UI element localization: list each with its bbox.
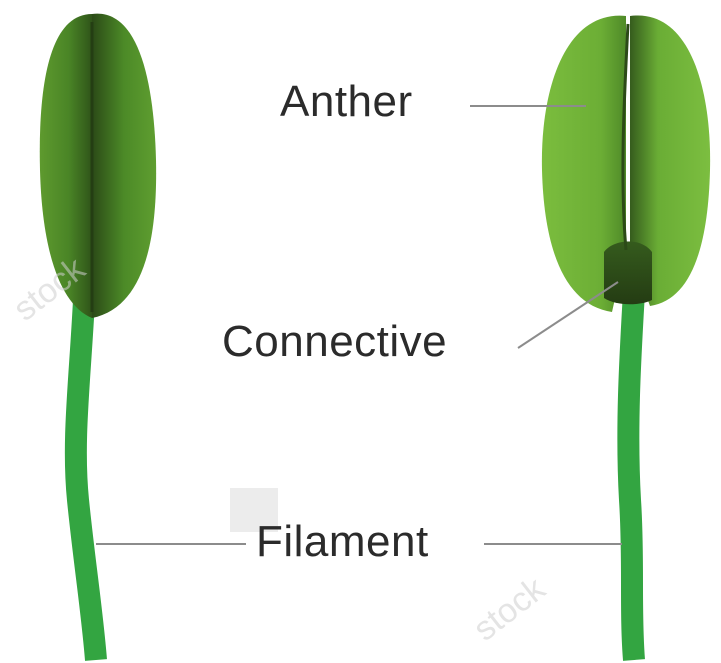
- left-filament: [76, 300, 96, 660]
- label-connective: Connective: [222, 320, 447, 364]
- connective-tissue: [604, 241, 652, 304]
- label-filament: Filament: [256, 520, 429, 564]
- connective-leader-line: [518, 282, 618, 348]
- right-anther: [542, 15, 710, 312]
- label-anther: Anther: [280, 80, 413, 124]
- left-anther-lobe-right: [92, 14, 156, 318]
- right-filament: [628, 292, 634, 660]
